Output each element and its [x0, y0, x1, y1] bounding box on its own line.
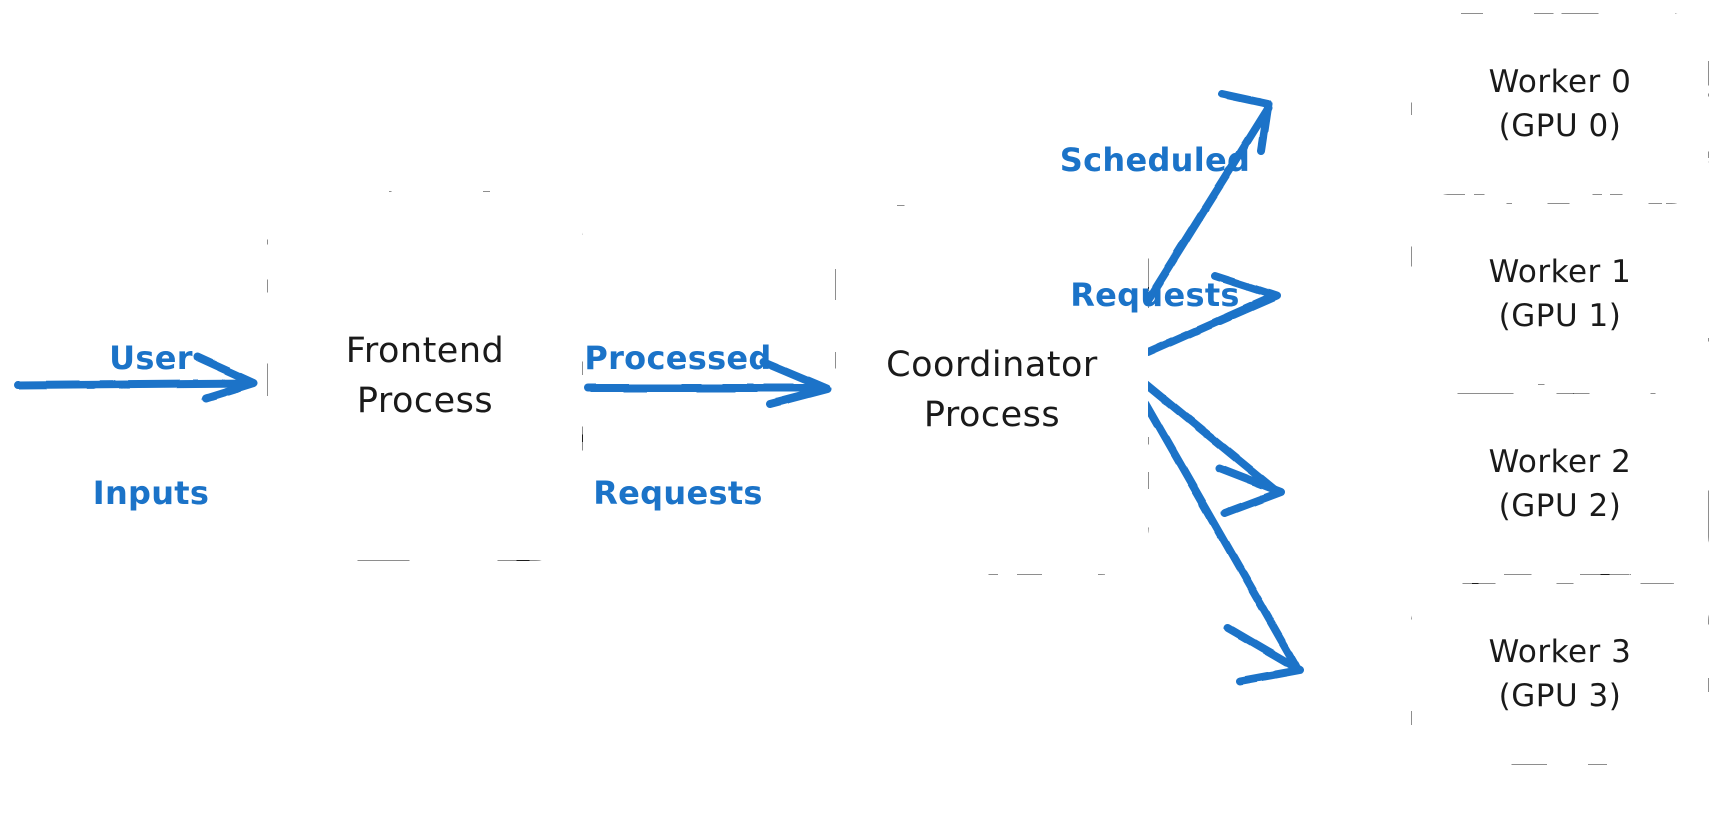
node-frontend-line1: Frontend	[345, 331, 505, 371]
node-worker-0-line2: (GPU 0)	[1498, 108, 1622, 144]
node-worker-3-line1: Worker 3	[1488, 634, 1632, 670]
edge-label-scheduled-requests: Scheduled Requests	[1040, 48, 1270, 408]
edge-label-user-inputs-line2: Inputs	[92, 474, 210, 512]
edge-label-processed-requests: Processed Requests	[553, 246, 803, 606]
edge-label-processed-requests-line1: Processed	[584, 339, 772, 377]
node-worker-3-line2: (GPU 3)	[1498, 678, 1622, 714]
node-worker-3[interactable]: Worker 3 (GPU 3)	[1412, 584, 1708, 764]
edge-coordinator-to-worker2	[1142, 380, 1285, 517]
node-worker-1-line1: Worker 1	[1488, 254, 1632, 290]
node-worker-0-line1: Worker 0	[1488, 64, 1632, 100]
edge-label-scheduled-requests-line1: Scheduled	[1059, 141, 1251, 179]
node-frontend-process[interactable]: Frontend Process	[268, 192, 582, 560]
node-coordinator-line2: Process	[923, 395, 1061, 435]
edge-label-user-inputs: User Inputs	[56, 246, 246, 606]
node-worker-2-line1: Worker 2	[1488, 444, 1632, 480]
edge-frontend-to-coordinator	[584, 358, 831, 408]
node-worker-1[interactable]: Worker 1 (GPU 1)	[1412, 204, 1708, 384]
edge-user-to-frontend	[14, 353, 258, 402]
node-worker-0[interactable]: Worker 0 (GPU 0)	[1412, 14, 1708, 194]
edge-label-user-inputs-line1: User	[109, 339, 193, 377]
edge-strokes	[14, 90, 1304, 685]
edge-coordinator-to-worker1	[1144, 272, 1281, 356]
edge-coordinator-to-worker0	[1142, 90, 1272, 307]
node-coordinator-process[interactable]: Coordinator Process	[836, 206, 1148, 574]
node-worker-1-line2: (GPU 1)	[1498, 298, 1622, 334]
edge-label-scheduled-requests-line2: Requests	[1070, 276, 1240, 314]
node-worker-2-line2: (GPU 2)	[1498, 488, 1622, 524]
node-worker-2[interactable]: Worker 2 (GPU 2)	[1412, 394, 1708, 574]
node-frontend-line2: Process	[356, 381, 494, 421]
edge-coordinator-to-worker3	[1142, 400, 1304, 685]
node-coordinator-line1: Coordinator	[886, 345, 1098, 385]
edge-label-processed-requests-line2: Requests	[593, 474, 763, 512]
